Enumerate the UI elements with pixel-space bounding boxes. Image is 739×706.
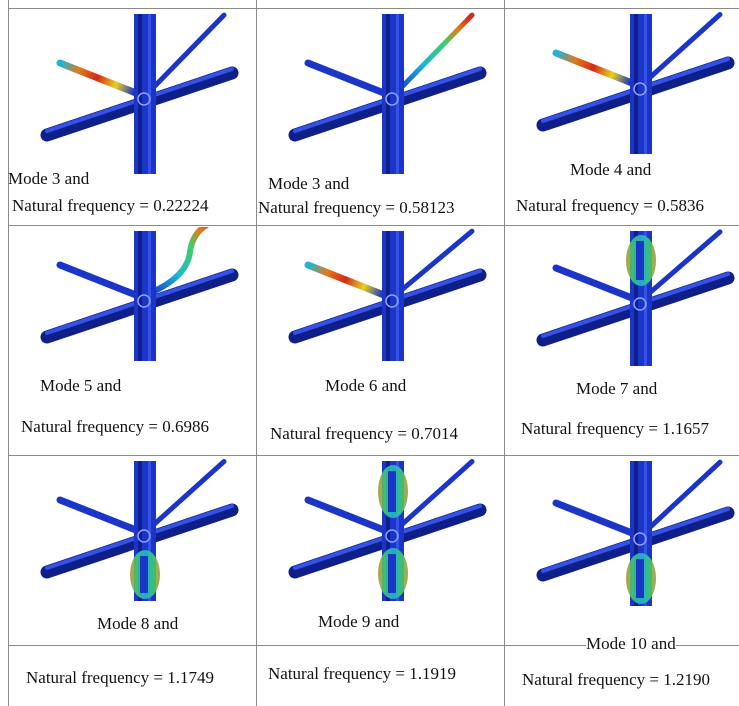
column-web bbox=[634, 231, 638, 366]
frequency-label: Natural frequency = 0.58123 bbox=[258, 198, 455, 217]
right-brace bbox=[147, 227, 210, 296]
frequency-label: Natural frequency = 0.22224 bbox=[12, 196, 209, 215]
joint-model-9 bbox=[536, 459, 735, 606]
left-brace bbox=[304, 496, 388, 534]
column-flange bbox=[396, 14, 399, 174]
mode-cell-9: Mode 10 and Natural frequency = 1.2190 bbox=[506, 457, 739, 706]
joint-node bbox=[633, 532, 647, 546]
right-brace bbox=[395, 228, 475, 296]
mode-cell-3: Mode 4 and Natural frequency = 0.5836 bbox=[506, 10, 739, 225]
grid-line-h0 bbox=[8, 8, 739, 9]
mode-label: Mode 4 and bbox=[570, 160, 652, 179]
right-brace bbox=[643, 459, 723, 534]
right-brace bbox=[147, 459, 227, 531]
column-core bbox=[636, 241, 644, 280]
grid-line-h1 bbox=[8, 225, 739, 226]
joint-model-2 bbox=[288, 12, 487, 174]
right-brace bbox=[643, 229, 723, 299]
column bbox=[134, 14, 156, 174]
left-brace bbox=[56, 59, 140, 97]
column-core bbox=[140, 556, 148, 593]
frequency-label: Natural frequency = 1.1749 bbox=[26, 668, 215, 687]
mode-label: Mode 8 and bbox=[97, 614, 179, 633]
frequency-label: Natural frequency = 1.1657 bbox=[521, 419, 710, 438]
column-flange bbox=[644, 461, 647, 606]
grid-line-v0 bbox=[8, 0, 9, 706]
joint-node bbox=[137, 92, 151, 106]
frequency-label: Natural frequency = 0.7014 bbox=[270, 424, 459, 443]
joint-node bbox=[385, 92, 399, 106]
frequency-label: Natural frequency = 1.2190 bbox=[522, 670, 711, 689]
column bbox=[134, 231, 156, 361]
joint-model-3 bbox=[536, 12, 735, 154]
joint-node bbox=[385, 529, 399, 543]
column-flange bbox=[396, 461, 399, 601]
mode-label: Mode 6 and bbox=[325, 376, 407, 395]
mode-label: Mode 3 and bbox=[268, 174, 350, 193]
column-flange bbox=[396, 231, 399, 361]
frequency-label: Natural frequency = 0.5836 bbox=[516, 196, 705, 215]
mode-cell-2: Mode 3 and Natural frequency = 0.58123 bbox=[258, 10, 504, 225]
left-brace bbox=[552, 264, 636, 302]
frequency-label: Natural frequency = 0.6986 bbox=[21, 417, 210, 436]
column-flange bbox=[148, 14, 151, 174]
joint-model-1 bbox=[40, 12, 239, 174]
left-brace bbox=[552, 49, 636, 87]
mode-cell-4: Mode 5 and Natural frequency = 0.6986 bbox=[10, 227, 255, 455]
column-core bbox=[636, 559, 644, 598]
column bbox=[382, 231, 404, 361]
mode-cell-7: Mode 8 and Natural frequency = 1.1749 bbox=[10, 457, 255, 706]
mode-label: Mode 7 and bbox=[576, 379, 658, 398]
left-brace bbox=[304, 59, 388, 97]
mode-label: Mode 3 and bbox=[8, 169, 90, 188]
left-brace bbox=[304, 261, 388, 299]
left-brace bbox=[56, 261, 140, 299]
mode-cell-1: Mode 3 and Natural frequency = 0.22224 bbox=[8, 10, 255, 225]
grid-line-v2 bbox=[504, 0, 505, 706]
joint-model-4 bbox=[40, 227, 239, 361]
right-brace bbox=[395, 459, 475, 531]
grid-line-v1 bbox=[256, 0, 257, 706]
column-flange bbox=[644, 231, 647, 366]
joint-model-6 bbox=[536, 229, 735, 366]
mode-label: Mode 5 and bbox=[40, 376, 122, 395]
joint-node bbox=[633, 82, 647, 96]
joint-node bbox=[633, 297, 647, 311]
grid-line-h2 bbox=[8, 455, 739, 456]
left-brace bbox=[56, 496, 140, 534]
frequency-label: Natural frequency = 1.1919 bbox=[268, 664, 457, 683]
left-brace bbox=[552, 499, 636, 537]
right-brace bbox=[147, 12, 227, 94]
column-flange bbox=[148, 231, 151, 361]
column-core bbox=[388, 471, 396, 512]
joint-node bbox=[137, 294, 151, 308]
mode-label: Mode 10 and bbox=[586, 634, 676, 653]
grid-line-h3 bbox=[8, 645, 739, 646]
joint-node bbox=[385, 294, 399, 308]
column-web bbox=[634, 461, 638, 606]
joint-node bbox=[137, 529, 151, 543]
joint-model-5 bbox=[288, 228, 487, 361]
column-flange bbox=[148, 461, 151, 601]
right-brace bbox=[395, 12, 475, 94]
mode-cell-6: Mode 7 and Natural frequency = 1.1657 bbox=[506, 227, 739, 455]
column bbox=[382, 14, 404, 174]
column-flange bbox=[644, 14, 647, 154]
joint-model-8 bbox=[288, 459, 487, 601]
column bbox=[630, 14, 652, 154]
joint-model-7 bbox=[40, 459, 239, 601]
mode-cell-5: Mode 6 and Natural frequency = 0.7014 bbox=[258, 227, 504, 455]
mode-cell-8: Mode 9 and Natural frequency = 1.1919 bbox=[258, 457, 504, 706]
column-core bbox=[388, 554, 396, 593]
mode-label: Mode 9 and bbox=[318, 612, 400, 631]
right-brace bbox=[643, 12, 723, 84]
